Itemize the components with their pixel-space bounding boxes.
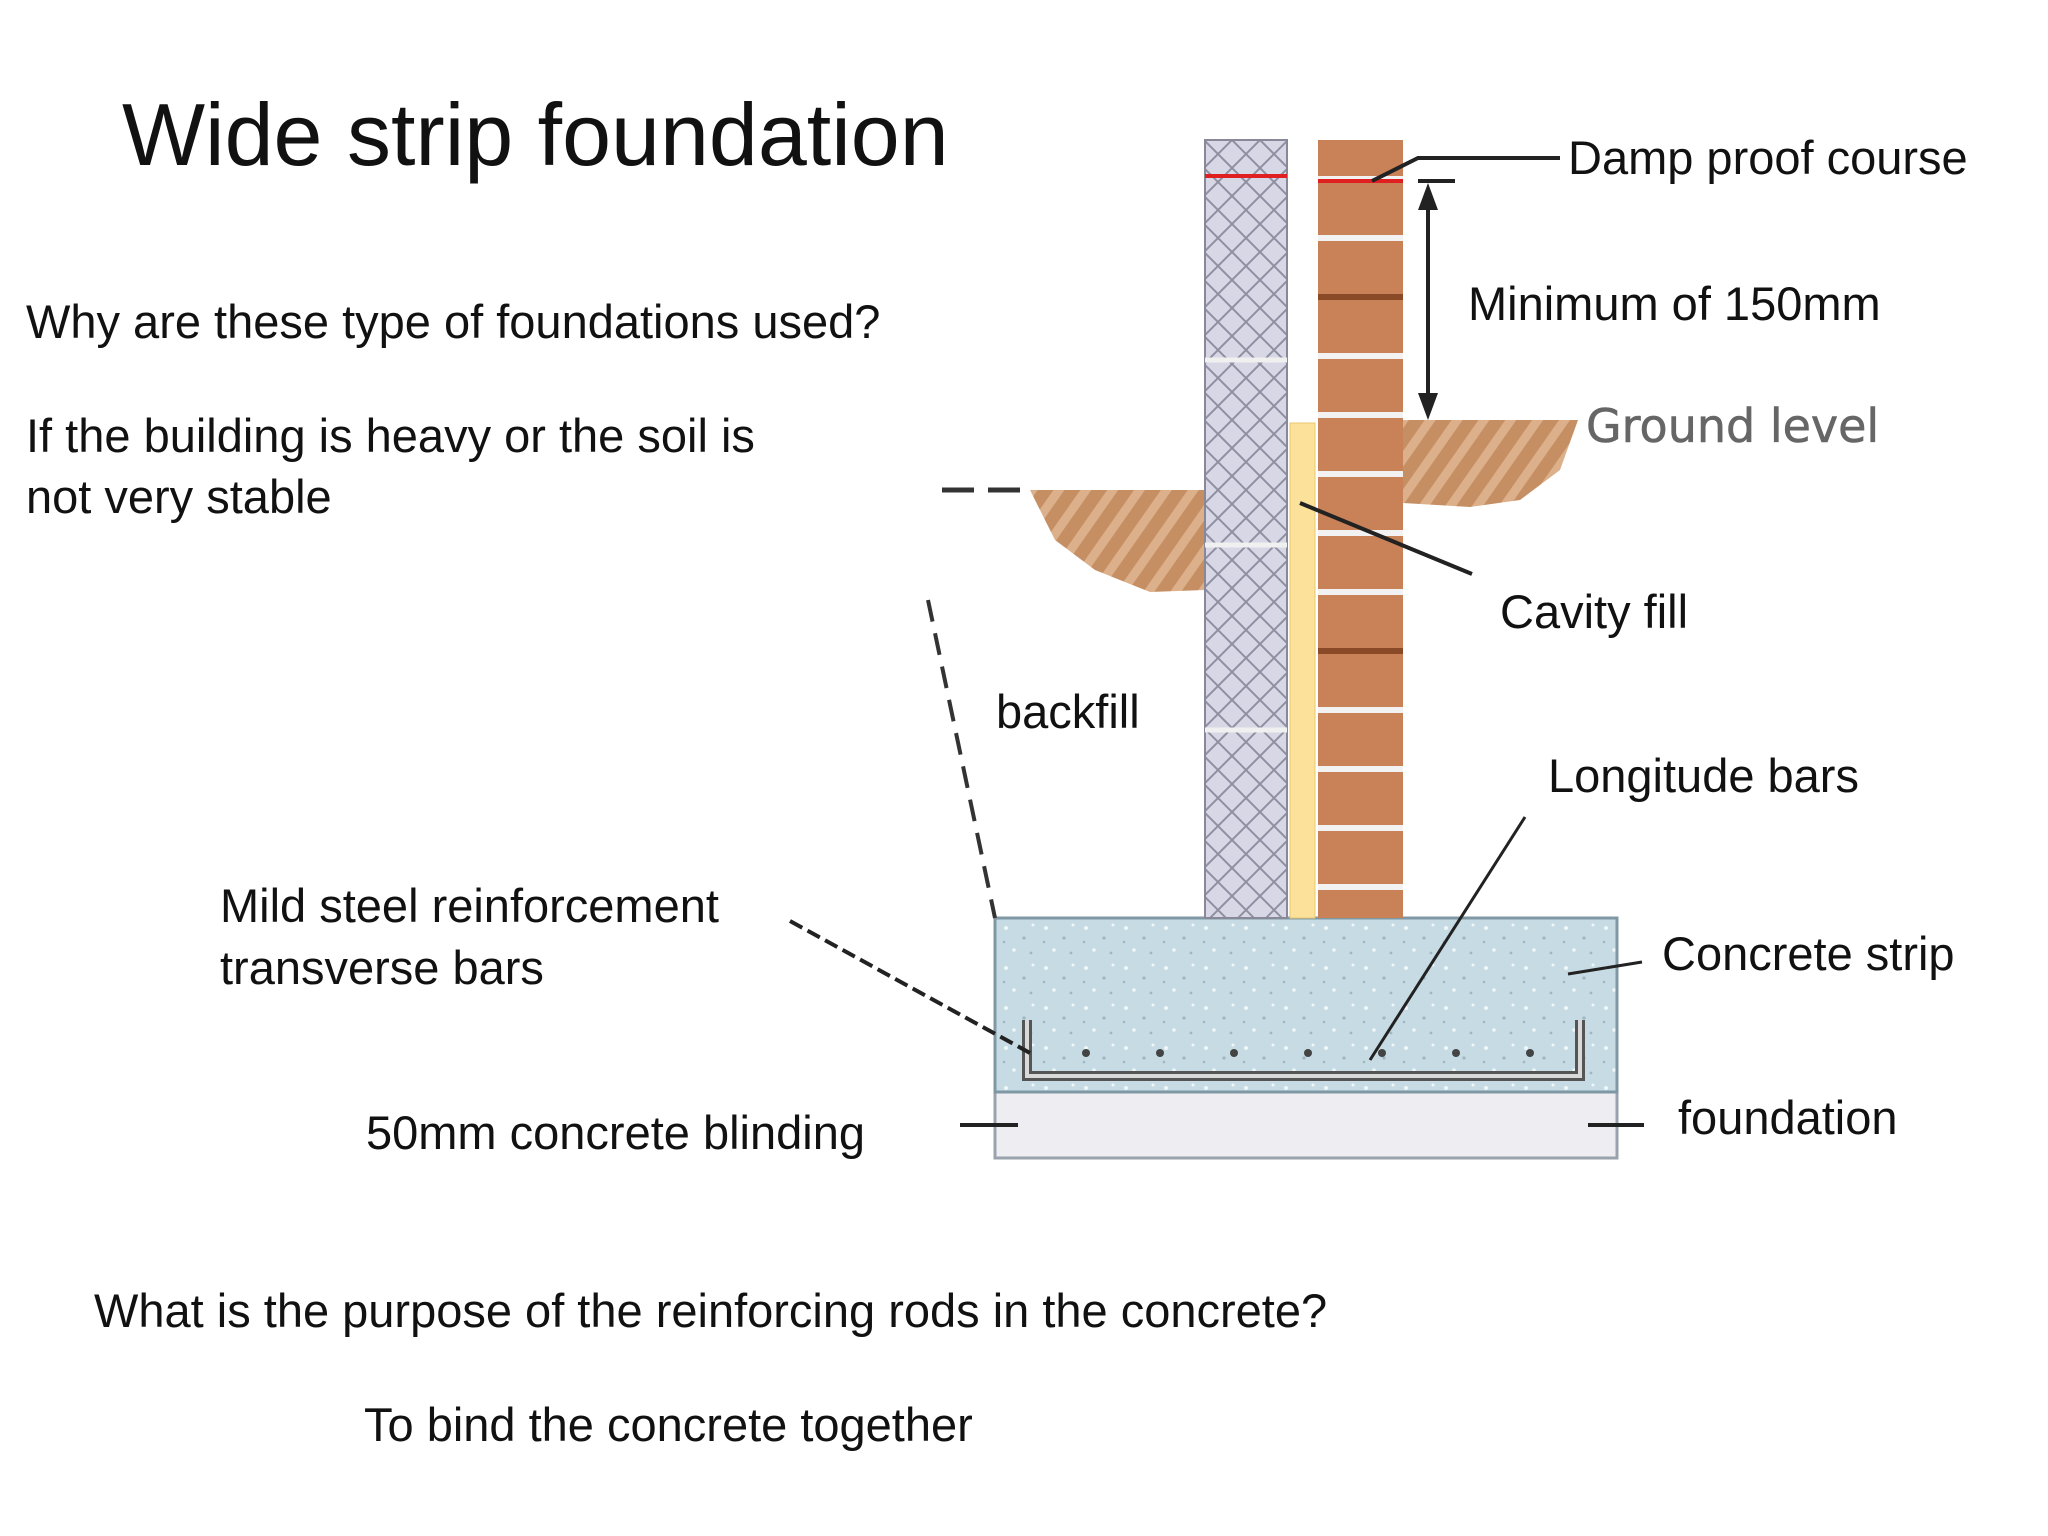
transverse-bars-leader	[789, 919, 1031, 1055]
soil-left	[1030, 490, 1205, 592]
damp-proof-course-label: Damp proof course	[1568, 131, 1968, 184]
concrete-strip	[993, 916, 1619, 1094]
concrete-blinding	[993, 1090, 1619, 1160]
block-wall	[1204, 139, 1288, 919]
dimension-arrow	[1418, 183, 1438, 420]
backfill-dashed-line	[926, 599, 997, 919]
reinforcement-label-line-2: transverse bars	[220, 941, 544, 994]
reinforcement-bars	[1022, 1020, 1585, 1081]
longitude-bars-label: Longitude bars	[1548, 749, 1859, 802]
cavity-fill	[1289, 422, 1316, 919]
concrete-strip-leader	[1567, 960, 1643, 976]
longitude-bars-leader	[1368, 816, 1527, 1061]
answer-1-line-2: not very stable	[26, 470, 332, 523]
foundation-label: foundation	[1678, 1091, 1898, 1144]
cavity-fill-label: Cavity fill	[1500, 585, 1689, 638]
page-title: Wide strip foundation	[122, 85, 949, 184]
ground-level-label: Ground level	[1586, 399, 1879, 453]
concrete-strip-label: Concrete strip	[1662, 927, 1955, 980]
cavity-fill-leader	[1299, 501, 1473, 576]
backfill-label: backfill	[996, 685, 1140, 738]
minimum-height-label: Minimum of 150mm	[1468, 277, 1881, 330]
answer-2: To bind the concrete together	[364, 1398, 973, 1451]
question-1: Why are these type of foundations used?	[26, 295, 881, 348]
soil-right	[1403, 420, 1578, 507]
question-2: What is the purpose of the reinforcing r…	[94, 1284, 1328, 1337]
answer-1-line-1: If the building is heavy or the soil is	[26, 409, 755, 462]
blinding-label: 50mm concrete blinding	[366, 1106, 865, 1159]
reinforcement-label-line-1: Mild steel reinforcement	[220, 879, 719, 932]
dpc-leader	[1371, 156, 1560, 183]
